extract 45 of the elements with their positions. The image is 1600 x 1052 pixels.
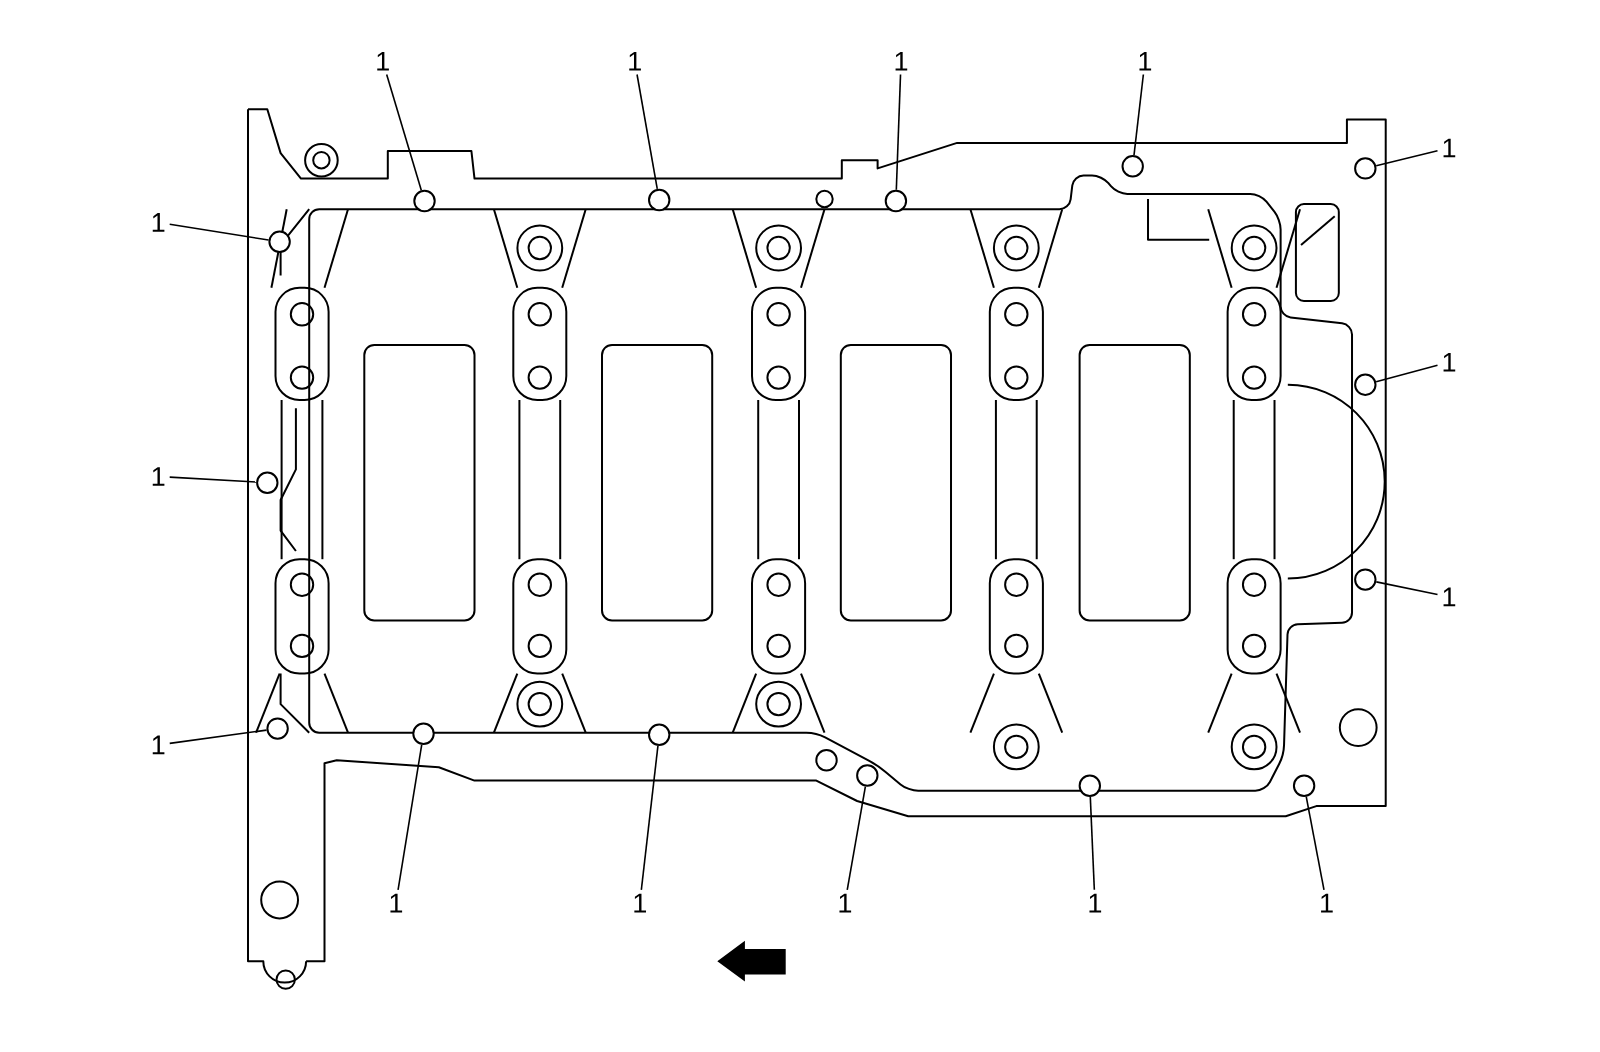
callout-number: 1 bbox=[634, 893, 646, 913]
callout-number: 1 bbox=[1443, 138, 1456, 158]
callout-number: 1 bbox=[390, 893, 403, 913]
callout-number: 1 bbox=[152, 213, 165, 232]
bolt-hole bbox=[1354, 373, 1377, 396]
bolt-hole bbox=[648, 723, 671, 746]
leader-line bbox=[1133, 73, 1145, 156]
leader-line bbox=[636, 73, 659, 190]
bolt-hole bbox=[1121, 155, 1144, 178]
leader-line bbox=[640, 745, 659, 891]
leader-line bbox=[1375, 364, 1439, 383]
bolt-hole bbox=[268, 230, 291, 253]
callout-number: 1 bbox=[839, 893, 852, 913]
callout-number: 1 bbox=[629, 51, 641, 71]
bolt-hole bbox=[413, 189, 436, 213]
callout-number: 1 bbox=[1443, 352, 1456, 372]
callout-number: 1 bbox=[152, 735, 165, 755]
callout-number: 1 bbox=[1443, 587, 1456, 607]
leader-line bbox=[1375, 150, 1439, 167]
bolt-hole bbox=[1292, 774, 1316, 797]
leader-line bbox=[895, 73, 902, 191]
bolt-hole bbox=[1078, 774, 1101, 797]
callout-number: 1 bbox=[1139, 51, 1152, 71]
callout-number: 1 bbox=[377, 51, 389, 71]
bolt-hole bbox=[648, 188, 671, 212]
leader-line bbox=[846, 785, 867, 891]
leader-line bbox=[168, 729, 268, 745]
bolt-hole bbox=[856, 764, 879, 787]
callout-number: 1 bbox=[152, 467, 165, 486]
callout-number: 1 bbox=[1089, 893, 1102, 913]
leader-line bbox=[397, 743, 423, 891]
bolt-hole bbox=[256, 471, 279, 494]
bolt-hole bbox=[884, 189, 908, 213]
leader-line bbox=[1305, 795, 1325, 891]
bolt-hole bbox=[1354, 157, 1377, 180]
leader-line bbox=[385, 73, 423, 192]
callout-number: 1 bbox=[1321, 893, 1333, 913]
leader-line bbox=[168, 476, 257, 483]
leader-line bbox=[168, 223, 270, 241]
leader-line bbox=[1375, 581, 1439, 596]
bolt-hole bbox=[266, 717, 289, 740]
bolt-hole bbox=[412, 722, 435, 745]
bolt-hole bbox=[1354, 568, 1377, 591]
leader-line bbox=[1089, 796, 1096, 891]
callout-number: 1 bbox=[895, 51, 908, 71]
